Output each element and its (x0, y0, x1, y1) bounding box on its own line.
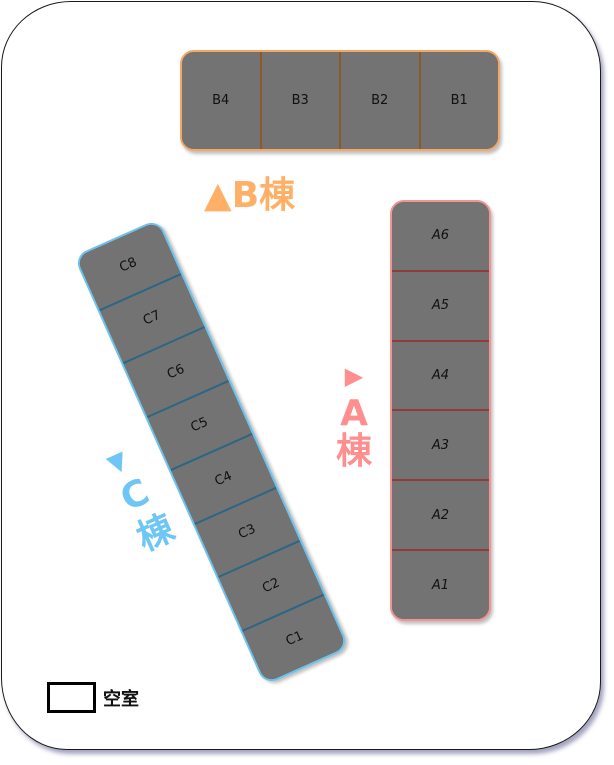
room-b2[interactable]: B2 (339, 52, 419, 149)
room-a4[interactable]: A4 (392, 339, 489, 410)
triangle-right-icon: ▶ (344, 362, 364, 390)
room-b3[interactable]: B3 (259, 52, 339, 149)
room-b4[interactable]: B4 (182, 52, 260, 149)
building-a-label: ▶ A 棟 (334, 364, 374, 470)
building-a-letter: A (340, 393, 368, 434)
building-a: A6 A5 A4 A3 A2 A1 (390, 200, 491, 621)
room-a5[interactable]: A5 (392, 269, 489, 340)
room-a2[interactable]: A2 (392, 479, 489, 550)
vacant-label: 空室 (103, 688, 139, 710)
building-c-letter: C (114, 471, 156, 520)
building-a-kanji: 棟 (335, 431, 372, 472)
building-b-label: ▲B棟 (204, 178, 295, 214)
room-a1[interactable]: A1 (392, 549, 489, 619)
room-a6[interactable]: A6 (392, 202, 489, 270)
room-b1[interactable]: B1 (418, 52, 498, 149)
building-c-label: ▼ C 棟 (100, 445, 190, 560)
building-b-name: B棟 (231, 175, 296, 216)
triangle-up-icon: ▲ (204, 175, 232, 216)
building-c-kanji: 棟 (131, 507, 181, 560)
room-a3[interactable]: A3 (392, 409, 489, 480)
triangle-down-icon: ▼ (103, 445, 132, 479)
vacant-swatch (47, 682, 96, 713)
legend: 空室 (47, 682, 139, 713)
building-b: B4 B3 B2 B1 (180, 50, 500, 151)
